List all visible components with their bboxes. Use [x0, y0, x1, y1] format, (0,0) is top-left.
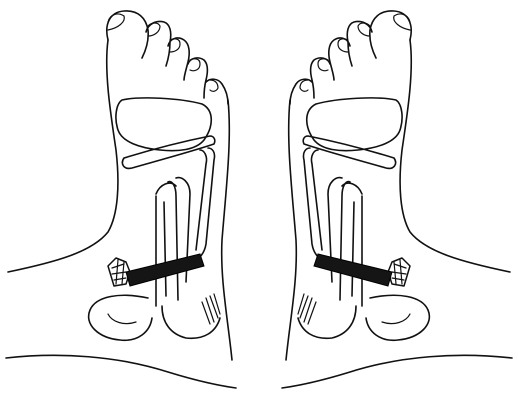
left-leg-bottom-line [6, 355, 236, 388]
left-foot [6, 11, 236, 388]
right-foot-outline [400, 40, 510, 272]
right-foot-inner-outline [286, 100, 296, 360]
left-longitudinal-bones [156, 148, 215, 306]
left-heel-inner [162, 306, 220, 338]
left-heel-pad [108, 314, 136, 324]
left-tendon-fibers [202, 294, 220, 324]
left-foot-inner-outline [222, 100, 232, 360]
right-forefoot-pad [307, 98, 402, 151]
left-toes [107, 11, 228, 104]
left-toenail-2 [148, 23, 160, 36]
left-foot-outline [8, 40, 118, 272]
right-oblique-bone [303, 136, 395, 168]
left-toe-4 [188, 58, 207, 98]
left-toe-2 [146, 21, 171, 66]
right-leg-bottom-line [282, 355, 512, 388]
left-toe-3 [168, 38, 189, 80]
left-forefoot-pad [116, 98, 211, 151]
left-big-toenail [108, 14, 124, 30]
right-toes [290, 11, 411, 104]
left-heel-outline [89, 295, 152, 340]
right-heel-outline [366, 295, 429, 340]
right-longitudinal-bones [303, 148, 362, 306]
left-toenail-5 [210, 80, 218, 91]
left-toenail-4 [190, 59, 200, 71]
left-oblique-bone-outer [122, 136, 214, 168]
right-foot [282, 11, 512, 388]
left-big-toe [107, 11, 148, 58]
right-tendon-fibers [298, 294, 316, 324]
right-heel-pad [382, 314, 410, 324]
right-heel-inner [298, 306, 356, 338]
